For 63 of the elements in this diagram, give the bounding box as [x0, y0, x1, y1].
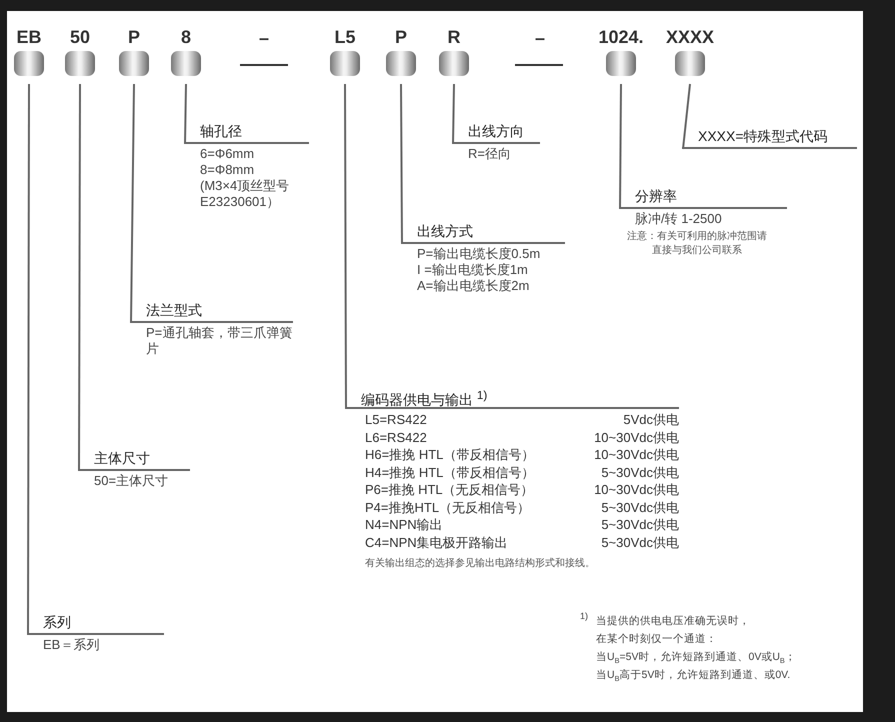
leader-line — [682, 84, 691, 150]
supply-voltage: 5~30Vdc供电 — [601, 498, 679, 516]
output-code: C4=NPN集电极开路输出 — [365, 534, 508, 551]
supply-voltage: 5~30Vdc供电 — [601, 534, 679, 551]
output-code: L6=RS422 — [365, 428, 427, 446]
supply-voltage: 10~30Vdc供电 — [594, 428, 679, 446]
code-letter: 50 — [68, 26, 92, 48]
footnote-text: 当提供的供电电压准确无误时， — [596, 614, 750, 628]
category-heading: 系列 — [27, 611, 164, 635]
supply-voltage: 5~30Vdc供电 — [601, 464, 679, 481]
leader-line — [130, 84, 135, 324]
option-text: 50=主体尺寸 — [93, 472, 170, 489]
code-letter: L5 — [333, 26, 356, 48]
dash-separator: – — [258, 28, 270, 49]
note-text: 有关输出组态的选择参见输出电路结构形式和接线。 — [364, 557, 596, 571]
footnote-text: 在某个时刻仅一个通道： — [596, 632, 717, 646]
note-text: 注意：有关可利用的脉冲范围请直接与我们公司联系 — [627, 230, 767, 258]
option-text: A=输出电缆长度2m — [416, 278, 530, 294]
option-text: 8=Φ8mm — [199, 162, 256, 178]
code-letter: P — [126, 26, 141, 48]
leader-line — [344, 84, 347, 409]
option-text: P=通孔轴套，带三爪弹簧片 — [145, 324, 294, 357]
output-code: H6=推挽 HTL（带反相信号） — [365, 446, 534, 464]
supply-voltage: 10~30Vdc供电 — [594, 481, 679, 498]
option-text: R=径向 — [467, 145, 512, 162]
option-text: P=输出电缆长度0.5m — [416, 245, 542, 262]
supply-voltage: 5Vdc供电 — [623, 411, 679, 428]
category-heading: 编码器供电与输出 $^{1)}$ — [345, 385, 679, 409]
category-heading: 分辨率 — [619, 185, 787, 209]
output-code: N4=NPN输出 — [365, 516, 443, 534]
leader-line — [78, 84, 81, 471]
option-text: I =输出电缆长度1m — [416, 262, 529, 278]
footnote-text: 当U$_{B}$高于5V时，允许短路到通道、或0V. — [596, 668, 790, 684]
supply-voltage: 5~30Vdc供电 — [601, 516, 679, 534]
category-heading: 法兰型式 — [130, 299, 293, 323]
code-letter: 1024. — [597, 26, 645, 48]
code-letter: EB — [15, 26, 42, 48]
category-heading: 出线方式 — [401, 220, 565, 244]
option-text: (M3×4顶丝型号 E23230601） — [199, 178, 290, 210]
output-code: P4=推挽HTL（无反相信号） — [365, 498, 530, 516]
option-text: 脉冲/转 1-2500 — [634, 210, 723, 227]
dash-separator: – — [534, 28, 546, 49]
output-code: P6=推挽 HTL（无反相信号） — [365, 481, 534, 498]
footnote-text: 当U$_{B}$=5V时，允许短路到通道、0V或U$_{B}$； — [596, 650, 796, 666]
footnote-mark: 1) — [580, 611, 588, 621]
code-letter: 8 — [180, 26, 192, 48]
leader-line — [27, 84, 30, 635]
leader-line — [619, 84, 622, 209]
output-code: H4=推挽 HTL（带反相信号） — [365, 464, 534, 481]
leader-line — [184, 84, 187, 144]
code-letter: R — [446, 26, 462, 48]
supply-voltage: 10~30Vdc供电 — [594, 446, 679, 464]
output-code: L5=RS422 — [365, 411, 427, 428]
category-heading: 轴孔径 — [184, 120, 309, 144]
category-heading: XXXX=特殊型式代码 — [682, 125, 857, 149]
code-letter: XXXX — [664, 26, 716, 48]
leader-line — [452, 84, 455, 144]
option-text: 6=Φ6mm — [199, 145, 256, 162]
leader-line — [400, 84, 403, 244]
option-text: EB＝系列 — [42, 636, 100, 653]
code-letter: P — [394, 26, 408, 48]
category-heading: 主体尺寸 — [78, 447, 190, 471]
category-heading: 出线方向 — [452, 120, 540, 144]
